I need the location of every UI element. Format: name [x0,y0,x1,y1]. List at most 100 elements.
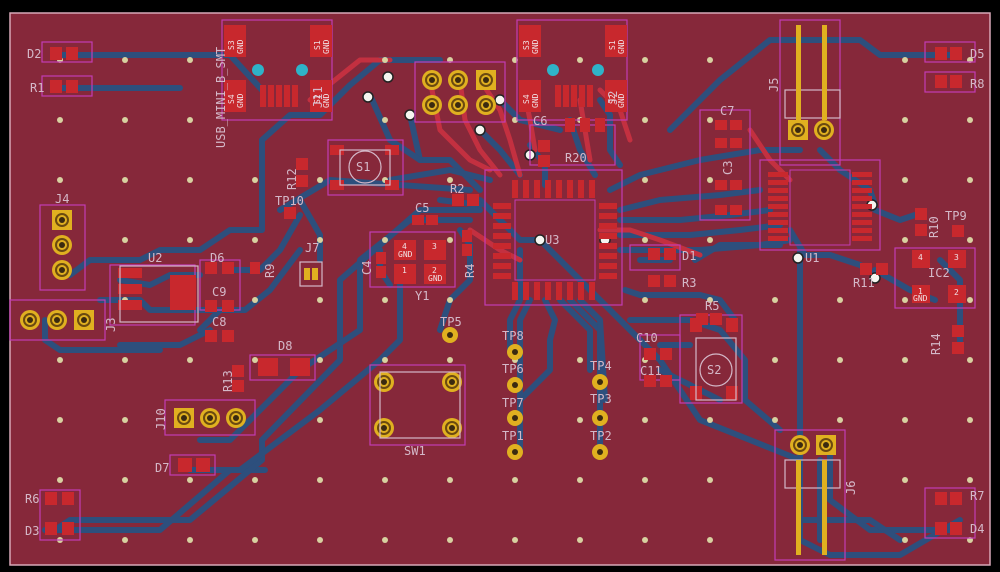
th-drill [449,425,455,431]
label-TP10: TP10 [275,194,304,208]
th-ring [793,438,807,452]
ic-pad [768,220,788,225]
pad-label: S3 [227,40,236,50]
th-drill [429,102,435,108]
label-S1: S1 [356,160,370,174]
usb-pad-labels: S3 GND S1 GND S4 GND S2 GND S3 GND S1 GN… [227,39,626,108]
via [772,297,778,303]
via [122,357,128,363]
via [317,477,323,483]
test-point-drill [512,415,518,421]
pad-label: S3 [522,40,531,50]
via [317,237,323,243]
via [902,177,908,183]
label-TP5: TP5 [440,315,462,329]
label-C7: C7 [720,104,734,118]
via [512,537,518,543]
ic-pad [493,213,511,219]
pad-label: S4 [227,94,236,104]
via [122,57,128,63]
ic-pad-labels: 4 GND 3 1 2 GND 4 3 1 GND 2 [398,242,959,303]
label-R11: R11 [853,276,875,290]
via [187,57,193,63]
th-ring [203,411,217,425]
ic-pad [768,228,788,233]
pad-label: 1 [402,266,407,275]
label-U3: U3 [545,233,559,247]
via [252,477,258,483]
pad-label: 3 [432,242,437,251]
via [317,357,323,363]
ic-pad [852,220,872,225]
ic-pad [567,180,573,198]
label-R2: R2 [450,182,464,196]
pad-label: 1 [918,287,923,296]
j7-outline [299,261,323,287]
via [122,417,128,423]
test-point-drill [597,449,603,455]
ic-pad [768,204,788,209]
th-ring [425,98,439,112]
th-ring [451,73,465,87]
via [707,177,713,183]
label-J10: J10 [154,408,168,430]
label-J11: J11 [311,86,325,108]
via [902,357,908,363]
label-Y1: Y1 [415,289,429,303]
ic-pad [589,180,595,198]
j7-pad [304,268,310,280]
th-ring [229,411,243,425]
via [902,417,908,423]
label-R5: R5 [705,299,719,313]
via [382,117,388,123]
ic-pad [493,233,511,239]
pad-label: 4 [918,253,923,262]
ic-pad [599,243,617,249]
th-ring [445,421,459,435]
via [707,417,713,423]
label-D3: D3 [25,524,39,538]
via [447,357,453,363]
th-ring [817,123,831,137]
th-drill [59,267,65,273]
via [122,537,128,543]
via [869,272,881,284]
pad-label: GND [531,93,540,108]
via [707,477,713,483]
test-point-drill [447,332,453,338]
via [707,537,713,543]
label-C8: C8 [212,315,226,329]
th-drill [455,77,461,83]
ic-pad [599,273,617,279]
th-ring [377,375,391,389]
ic-pad [534,180,540,198]
th-drill [429,77,435,83]
label-C6: C6 [533,114,547,128]
pad-label: S1 [313,40,322,50]
th-drill [54,317,60,323]
th-ring [23,313,37,327]
ic-pad [852,228,872,233]
ic-pad [523,180,529,198]
via [187,117,193,123]
via [122,477,128,483]
ic-pad [599,263,617,269]
ic-pad [578,282,584,300]
via [967,417,973,423]
pad-label: GND [236,39,245,54]
ic-pad [768,180,788,185]
via [837,357,843,363]
j7-pad [312,268,318,280]
via [577,57,583,63]
via [707,57,713,63]
header-pins [796,25,827,555]
via [317,297,323,303]
via [252,537,258,543]
label-R13: R13 [221,370,235,392]
via [967,357,973,363]
pad-label: GND [398,250,413,259]
via [902,237,908,243]
ic-pad [493,273,511,279]
via [362,91,374,103]
